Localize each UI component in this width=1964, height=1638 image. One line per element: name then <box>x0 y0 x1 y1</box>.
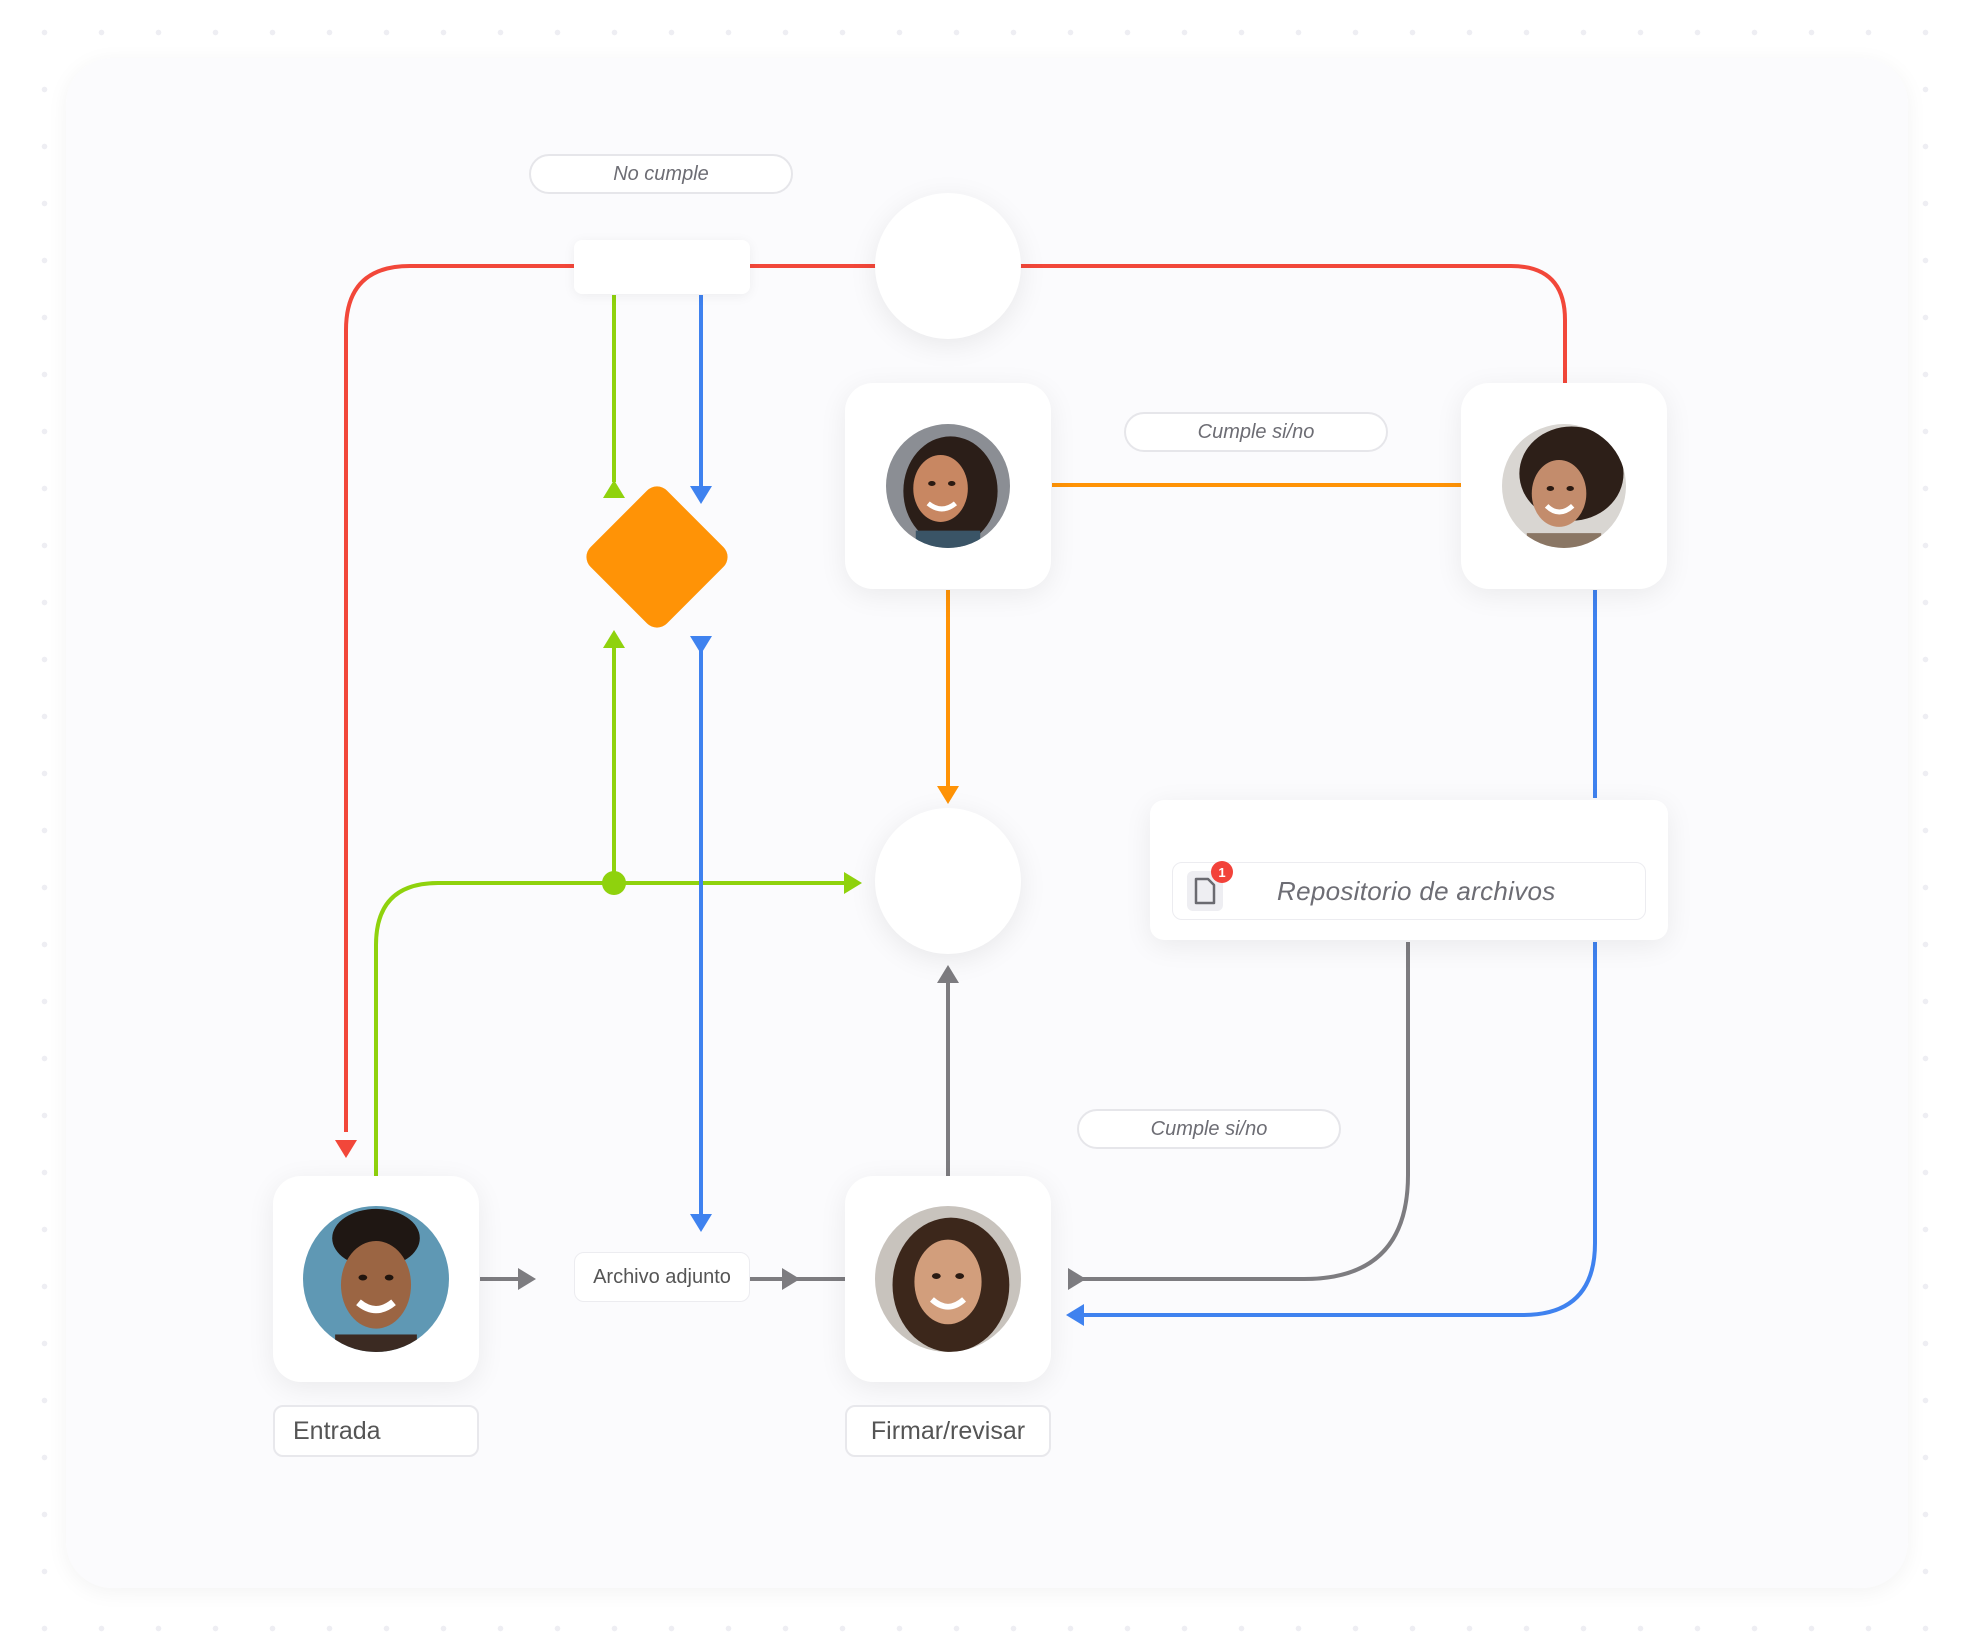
gray-arrowhead-1 <box>518 1268 536 1290</box>
circle-node-middle[interactable] <box>875 808 1021 954</box>
avatar-man-curly <box>303 1206 449 1352</box>
avatar-woman-curly <box>1502 424 1626 548</box>
blue-arrowhead-bottom <box>690 1214 712 1232</box>
blue-arrowhead-left <box>1066 1304 1084 1326</box>
file-repository-panel[interactable]: 1 Repositorio de archivos <box>1150 800 1668 940</box>
cumple-label-top: Cumple si/no <box>1124 412 1388 452</box>
green-line-entrada <box>374 881 852 1176</box>
file-icon: 1 <box>1187 861 1233 911</box>
file-repository-row[interactable]: 1 Repositorio de archivos <box>1172 861 1646 920</box>
green-arrowhead-up <box>603 630 625 648</box>
firmar-tile[interactable] <box>845 1176 1051 1382</box>
green-junction-dot <box>602 871 626 895</box>
cumple-label-bottom: Cumple si/no <box>1077 1109 1341 1149</box>
avatar-woman-long-hair <box>875 1206 1021 1352</box>
no-cumple-label: No cumple <box>529 154 793 194</box>
notification-badge: 1 <box>1211 861 1233 883</box>
blank-connector-top <box>574 240 750 294</box>
blue-arrowhead-top <box>690 486 712 504</box>
gray-line-repo-return <box>1082 942 1410 1281</box>
green-arrowhead-right <box>844 872 862 894</box>
red-arrowhead <box>335 1140 357 1158</box>
entrada-tile[interactable] <box>273 1176 479 1382</box>
blue-line-return <box>1082 942 1597 1317</box>
red-flow-line <box>344 264 1567 1132</box>
orange-arrowhead <box>937 786 959 804</box>
gray-arrowhead-up <box>937 965 959 983</box>
archivo-adjunto-connector[interactable]: Archivo adjunto <box>574 1252 750 1302</box>
reviewer-tile-top[interactable] <box>845 383 1051 589</box>
firmar-revisar-label: Firmar/revisar <box>845 1405 1051 1457</box>
green-arrowhead-top <box>603 480 625 498</box>
entrada-label: Entrada <box>273 1405 479 1457</box>
gray-arrowhead-2 <box>782 1268 800 1290</box>
approver-tile-right[interactable] <box>1461 383 1667 589</box>
circle-node-top[interactable] <box>875 193 1021 339</box>
avatar-woman-curly-dark <box>886 424 1010 548</box>
repository-label: Repositorio de archivos <box>1277 875 1556 906</box>
blue-arrowhead-mid <box>690 636 712 654</box>
gray-arrowhead-left <box>1068 1268 1086 1290</box>
